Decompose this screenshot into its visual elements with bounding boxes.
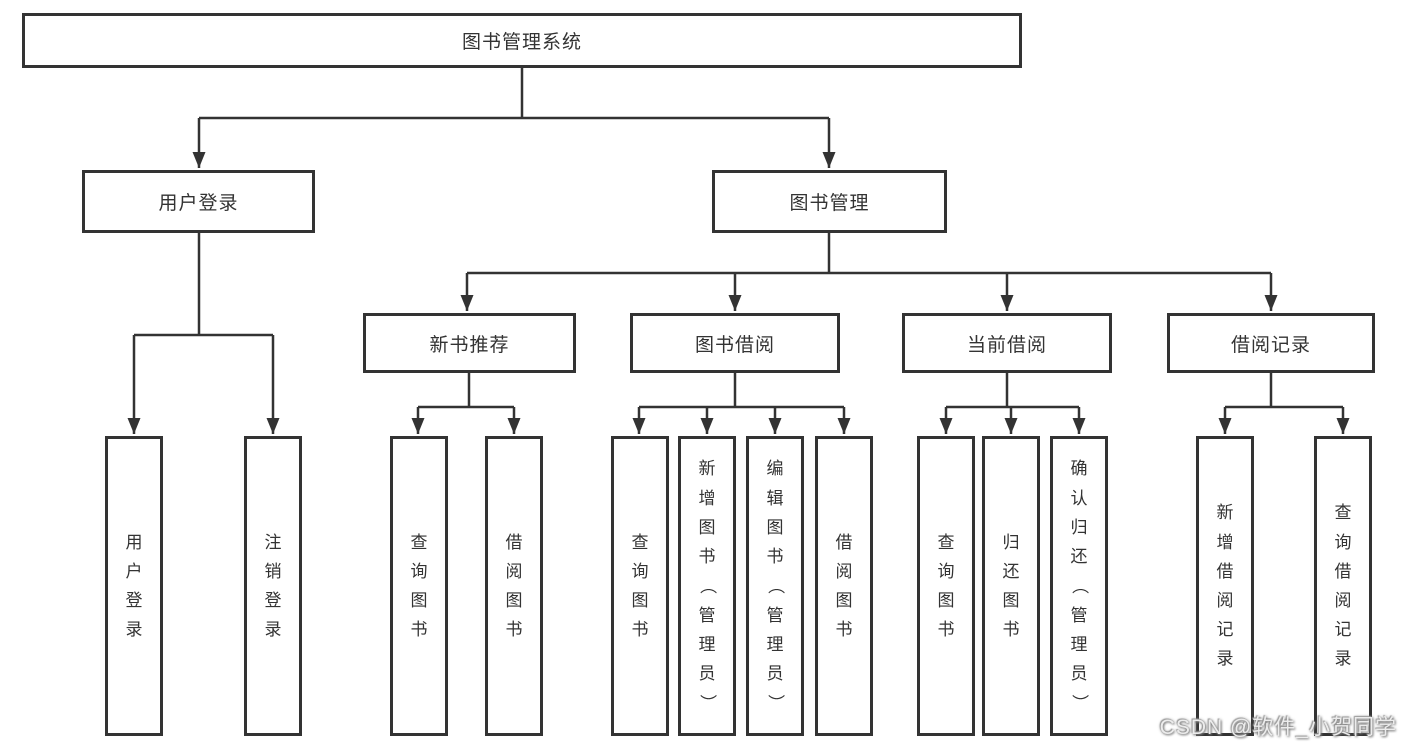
- node-label: 图书借阅: [694, 334, 775, 356]
- node-root-library-system: 图书管理系统: [22, 13, 1022, 68]
- node-label: 当前借阅: [966, 334, 1047, 356]
- node-user-login-branch: 用户登录: [82, 170, 315, 233]
- node-label: 图书管理: [789, 193, 870, 214]
- leaf-user-login: 用户登录: [105, 436, 163, 736]
- node-current-borrowing: 当前借阅: [902, 313, 1112, 373]
- leaf-add-borrow-record: 新增借阅记录: [1196, 436, 1254, 736]
- leaf-query-book-newrec: 查询图书: [390, 436, 448, 736]
- node-label: 新书推荐: [429, 334, 510, 356]
- leaf-query-borrow-record: 查询借阅记录: [1314, 436, 1372, 736]
- node-new-book-recommend: 新书推荐: [363, 313, 576, 373]
- node-label: 用户登录: [158, 193, 239, 214]
- leaf-borrow-book-newrec: 借阅图书: [485, 436, 543, 736]
- node-book-management-branch: 图书管理: [712, 170, 947, 233]
- leaf-return-book: 归还图书: [982, 436, 1040, 736]
- node-book-borrowing: 图书借阅: [630, 313, 840, 373]
- node-label: 借阅记录: [1230, 334, 1311, 356]
- leaf-add-book-admin: 新增图书（管理员）: [678, 436, 736, 736]
- leaf-confirm-return-admin: 确认归还（管理员）: [1050, 436, 1108, 736]
- node-root-label: 图书管理系统: [461, 32, 582, 53]
- leaf-query-book-borrow: 查询图书: [611, 436, 669, 736]
- leaf-edit-book-admin: 编辑图书（管理员）: [746, 436, 804, 736]
- node-borrowing-records: 借阅记录: [1167, 313, 1375, 373]
- leaf-logout: 注销登录: [244, 436, 302, 736]
- leaf-borrow-book: 借阅图书: [815, 436, 873, 736]
- leaf-query-book-current: 查询图书: [917, 436, 975, 736]
- csdn-watermark: CSDN @软件_小贺同学: [1159, 716, 1397, 739]
